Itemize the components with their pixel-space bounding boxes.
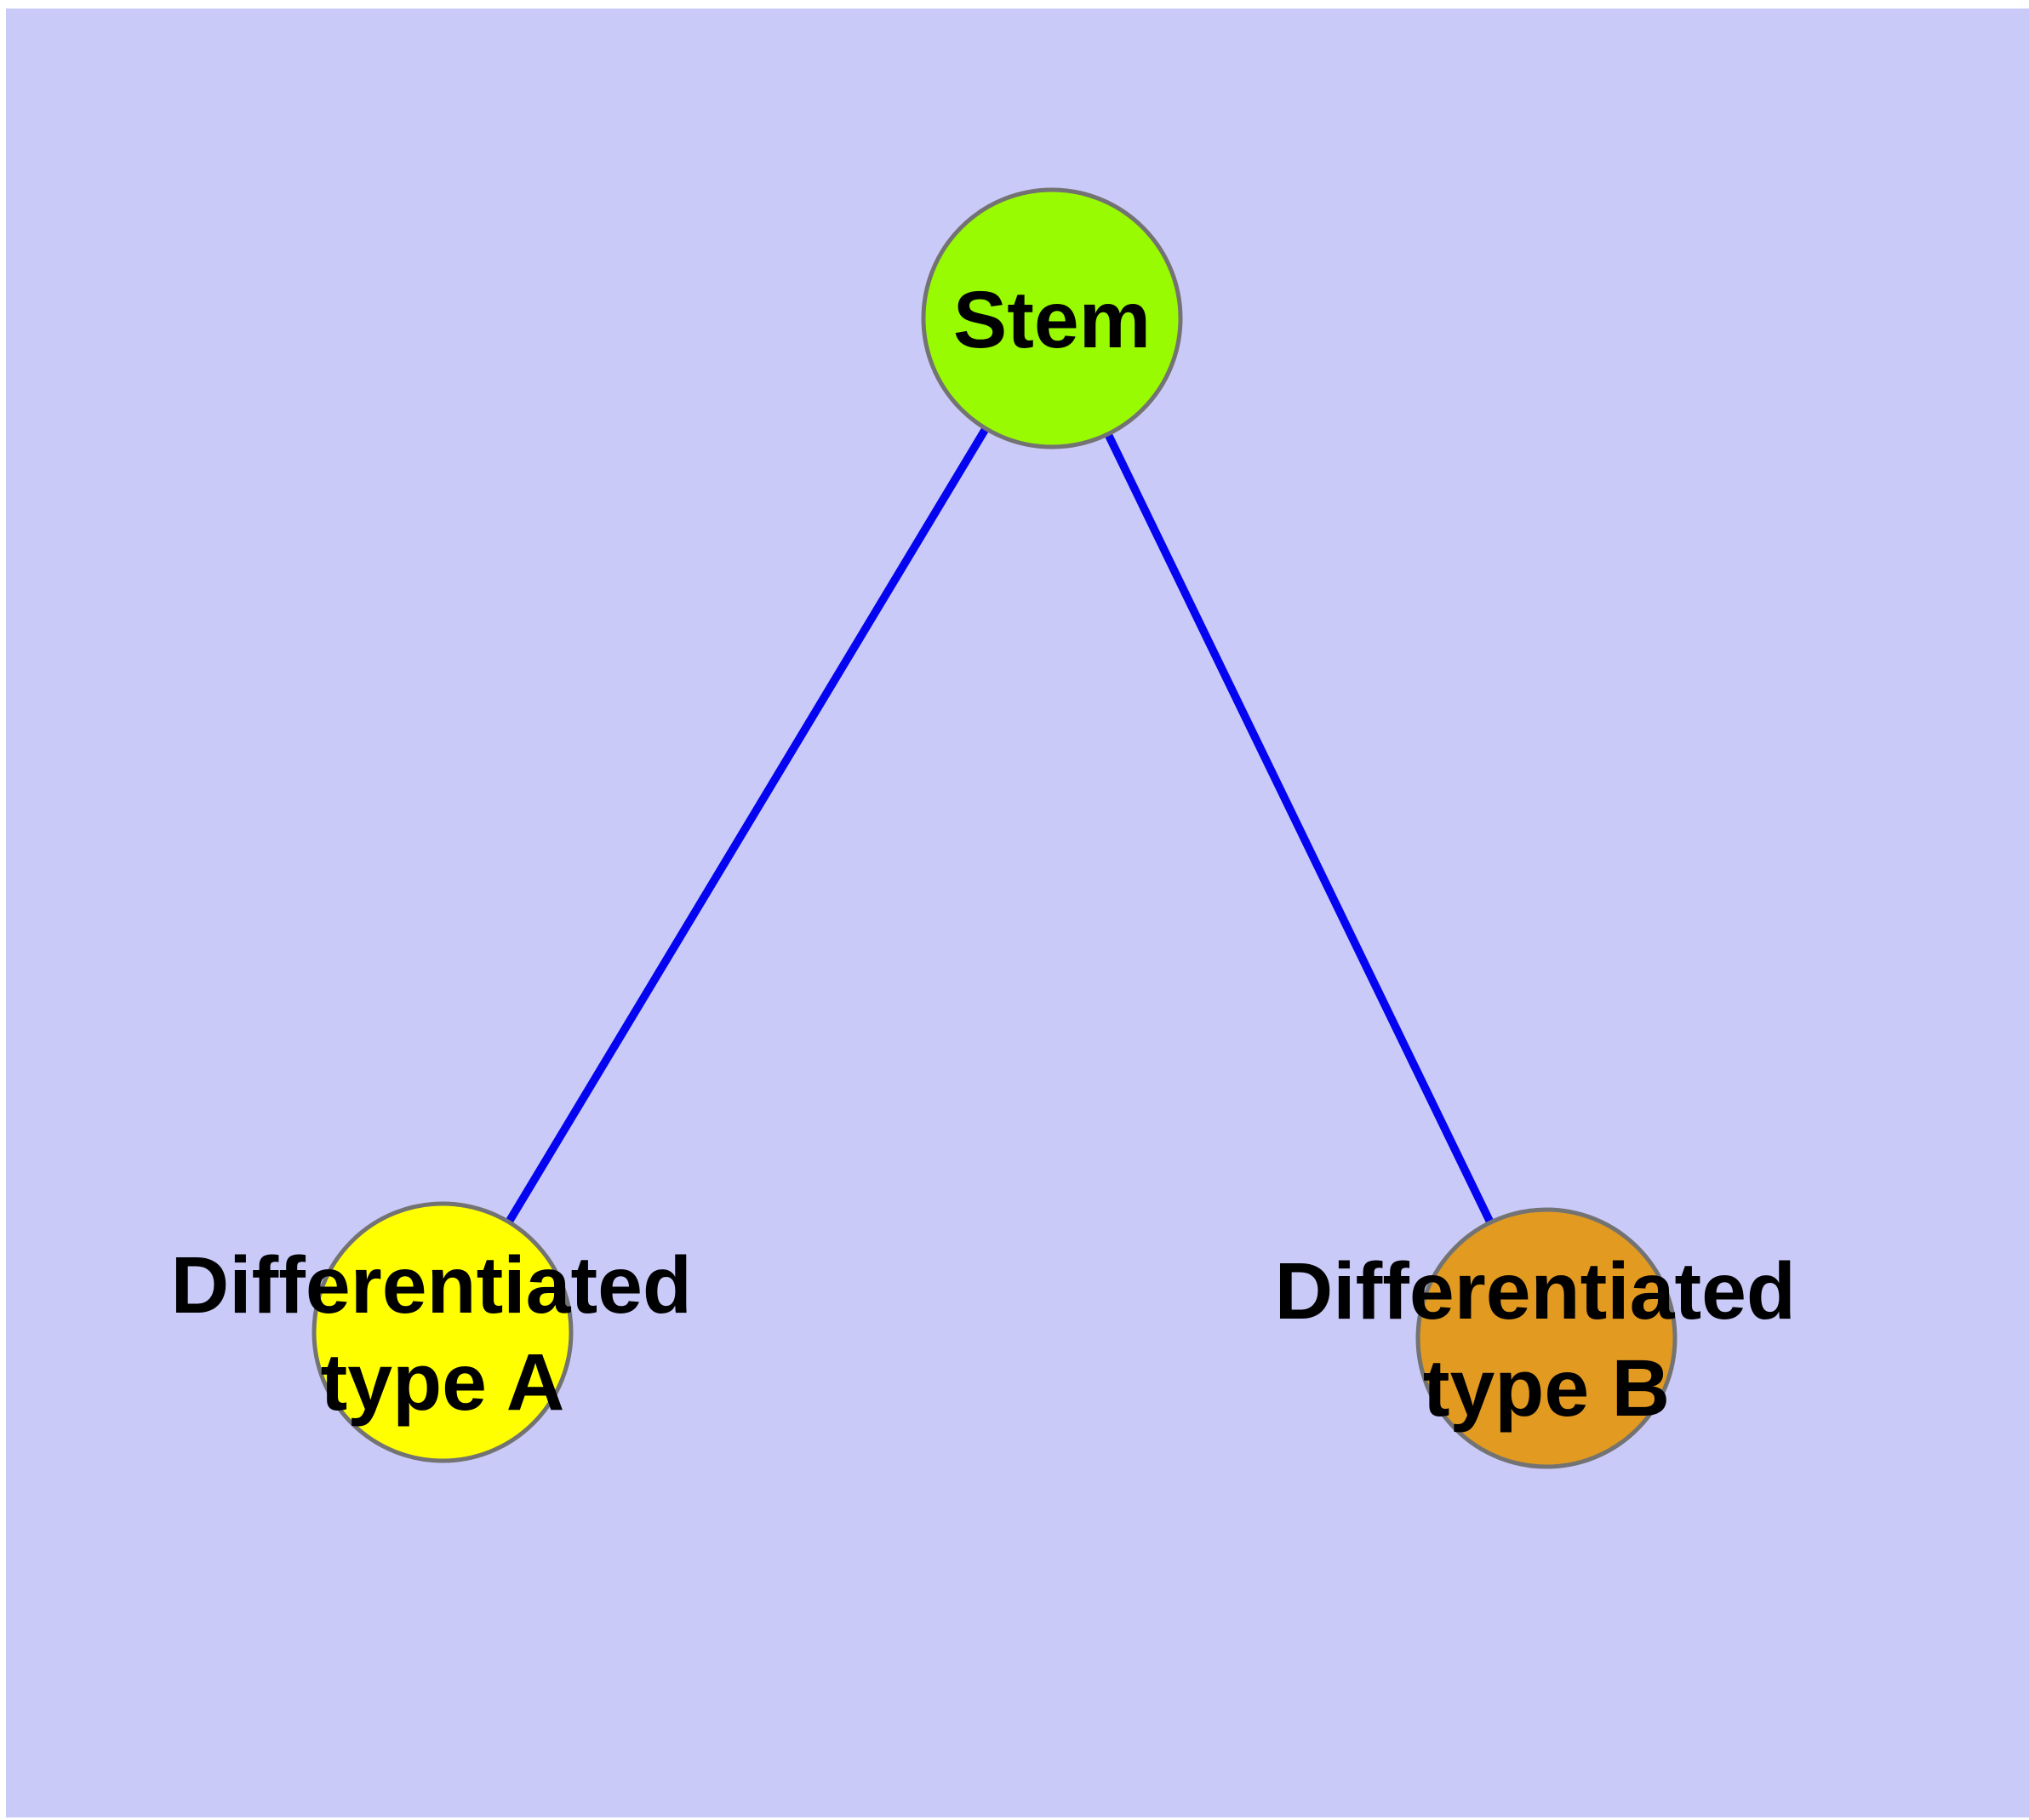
node-stem: [921, 187, 1183, 449]
node-differentiated-type-b-label-line1: Differentiated: [1275, 1246, 1796, 1336]
node-stem-label: Stem: [953, 275, 1151, 365]
node-differentiated-type-b-label: Differentiated type B: [1275, 1246, 1819, 1434]
node-differentiated-type-b: [1415, 1207, 1677, 1469]
edge-stem-to-type-b: [1048, 316, 1551, 1341]
edge-layer: [438, 316, 1551, 1341]
node-layer: [311, 187, 1677, 1469]
label-layer: Stem Differentiated type A Differentiate…: [171, 275, 1819, 1434]
node-differentiated-type-a-label-line2: type A: [321, 1337, 565, 1428]
node-differentiated-type-a-label-line1: Differentiated: [171, 1240, 692, 1331]
node-differentiated-type-b-label-line2: type B: [1423, 1343, 1670, 1434]
edge-stem-to-type-a: [438, 316, 1056, 1335]
node-differentiated-type-a: [311, 1201, 574, 1463]
node-differentiated-type-a-label: Differentiated type A: [171, 1240, 715, 1428]
